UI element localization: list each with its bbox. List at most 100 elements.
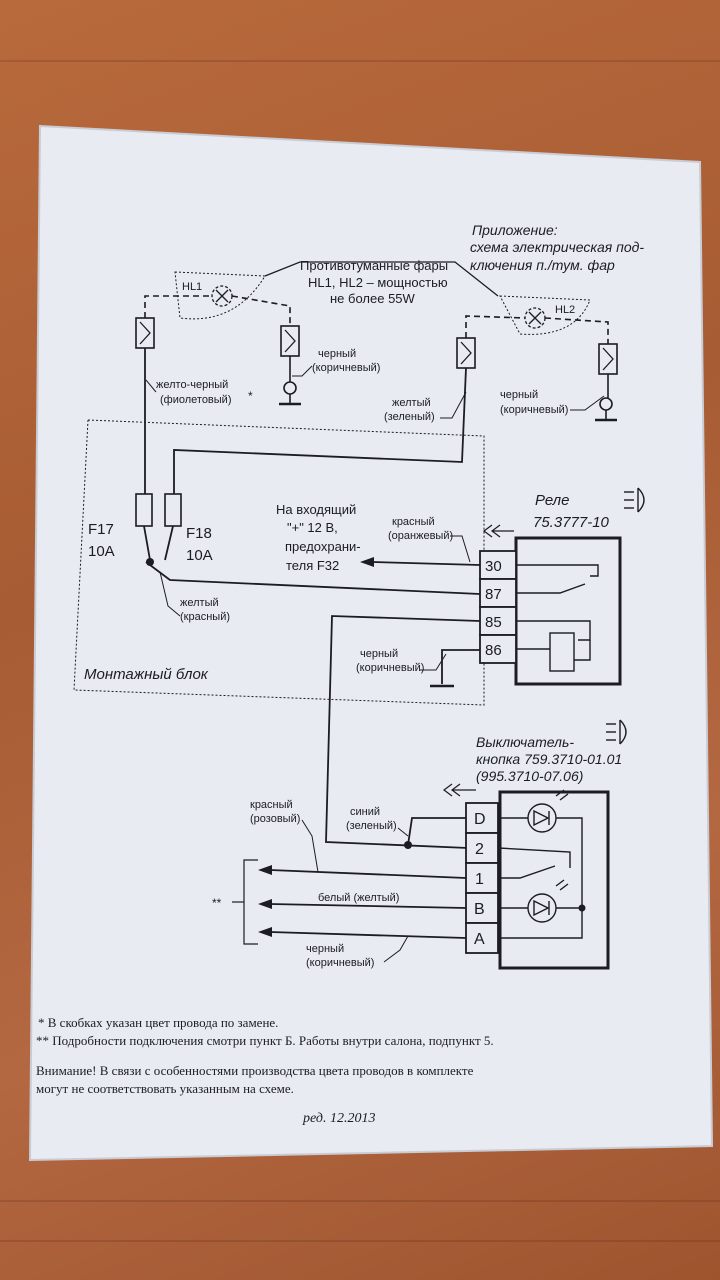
wire-label-brown-3: (коричневый): [356, 662, 424, 674]
switch-pin-a: A: [474, 931, 485, 948]
switch-pin-2: 2: [475, 841, 484, 858]
ground-hl2: [595, 374, 617, 422]
connector-hl2-ground: [598, 343, 618, 375]
fuse-f17-rating: 10A: [88, 543, 115, 560]
pointer-black-hl2: [570, 395, 605, 411]
paper-sheet: [30, 126, 712, 1160]
appendix-line2: схема электрическая под-: [470, 239, 644, 255]
foglamps-title: Противотуманные фары: [300, 258, 448, 273]
footnote-1: * В скобках указан цвет провода по замен…: [38, 1015, 278, 1030]
pointer-blue-green: [397, 827, 409, 837]
input-note-3: предохрани-: [285, 539, 361, 554]
switch-pin-d: D: [474, 811, 486, 828]
relay-label: Реле: [535, 492, 569, 509]
ground-hl1: [279, 356, 301, 406]
warning-line-2: могут не соответствовать указанным на сх…: [36, 1081, 294, 1096]
pointer-red-pink: [301, 819, 319, 873]
wire-hl2-to-f18: [173, 367, 467, 494]
connector-hl2-plus: [456, 337, 476, 369]
wire-label-yellow-2: желтый: [180, 597, 219, 609]
edition-label: ред. 12.2013: [302, 1111, 375, 1126]
outgoing-arrows: [258, 865, 272, 937]
wire-label-black-hl1: черный: [318, 348, 356, 360]
relay-pins: 30 87 85 86: [479, 550, 517, 664]
outgoing-wires: [269, 869, 467, 939]
foglamps-limit: не более 55W: [330, 291, 416, 306]
pointer-yellow-green: [440, 391, 467, 419]
input-note-2: "+" 12 В,: [287, 520, 338, 535]
switch-node: [578, 904, 586, 912]
connector-chevron-relay: [483, 524, 514, 538]
mount-block-label: Монтажный блок: [84, 666, 209, 683]
wire-red-30-to-f32: [371, 561, 481, 566]
outgoing-double-star: **: [212, 896, 222, 910]
hl2-dashed-harness: [465, 315, 609, 344]
fuse-f18: [164, 493, 182, 561]
pointer-yellow-black: [145, 379, 157, 393]
relay-pin-86: 86: [485, 642, 502, 659]
fog-symbol-relay: [624, 487, 645, 513]
wire-label-brown-4: (коричневый): [306, 957, 374, 969]
foglamps-power: HL1, HL2 – мощностью: [308, 275, 448, 290]
wire-label-black-hl2: черный: [500, 389, 538, 401]
wire-label-yellow-black: желто-черный: [156, 379, 228, 391]
wire-label-black-4: черный: [306, 943, 344, 955]
fuse-f18-label: F18: [186, 525, 212, 542]
mount-block-border: [73, 419, 485, 706]
lamp-pointer-line: [264, 261, 499, 297]
wire-label-red-2: (красный): [180, 611, 230, 623]
switch-body: [498, 790, 610, 970]
connector-chevron-switch: [443, 783, 476, 797]
pointer-yellow-red: [159, 571, 181, 617]
appendix-title: Приложение:: [472, 222, 558, 238]
wire-label-black-3: черный: [360, 648, 398, 660]
wire-label-yellow: желтый: [392, 397, 431, 409]
switch-pin-b: B: [474, 901, 485, 918]
relay-pin-85: 85: [485, 614, 502, 631]
relay-model: 75.3777-10: [533, 514, 610, 531]
input-note-1: На входящий: [276, 502, 356, 517]
wire-label-red-3: красный: [250, 799, 293, 811]
switch-label-3: (995.3710-07.06): [476, 768, 583, 784]
fog-symbol-switch: [606, 719, 627, 745]
pointer-black-3: [420, 653, 447, 671]
wire-86-to-ground: [441, 649, 480, 684]
relay-internals: [516, 564, 599, 672]
footnote-2: ** Подробности подключения смотри пункт …: [36, 1033, 494, 1048]
relay-pin-87: 87: [485, 586, 502, 603]
wire-label-brown-hl1: (коричневый): [312, 362, 380, 374]
appendix-line3: ключения п./тум. фар: [470, 257, 615, 273]
pointer-black-hl1: [292, 365, 313, 377]
wire-label-green: (зеленый): [384, 411, 435, 423]
wire-label-green-2: (зеленый): [346, 820, 397, 832]
input-note-4: теля F32: [286, 558, 339, 573]
wire-label-white: белый (желтый): [318, 892, 399, 904]
wire-label-pink: (розовый): [250, 813, 300, 825]
relay-pin-30: 30: [485, 558, 502, 575]
warning-line-1: Внимание! В связи с особенностями произв…: [36, 1063, 474, 1078]
switch-label-2: кнопка 759.3710-01.01: [476, 751, 622, 767]
hl1-dashed-harness: [144, 295, 291, 326]
pointer-black-4: [383, 935, 409, 963]
wire-label-red-1: красный: [392, 516, 435, 528]
fuse-f17-label: F17: [88, 521, 114, 538]
wire-label-violet: (фиолетовый): [160, 394, 232, 406]
wire-blue-to-d: [407, 817, 470, 846]
switch-internals: [497, 789, 583, 939]
switch-label-1: Выключатель-: [476, 734, 574, 750]
wire-yellow-to-87: [145, 561, 481, 595]
hl1-label: HL1: [182, 281, 202, 293]
fuse-f17: [135, 493, 153, 561]
wire-label-blue: синий: [350, 806, 380, 818]
wire-label-orange: (оранжевый): [388, 530, 453, 542]
wire-label-brown-hl2: (коричневый): [500, 404, 568, 416]
arrow-to-f32: [360, 557, 374, 567]
connector-hl1-ground: [280, 325, 300, 357]
hl2-label: HL2: [555, 304, 575, 316]
fuse-f18-rating: 10A: [186, 547, 213, 564]
wire-label-asterisk: *: [248, 389, 253, 403]
switch-pins: D 2 1 B A: [465, 802, 499, 954]
connector-hl1-plus: [135, 317, 155, 349]
pointer-red-orange: [450, 535, 471, 563]
